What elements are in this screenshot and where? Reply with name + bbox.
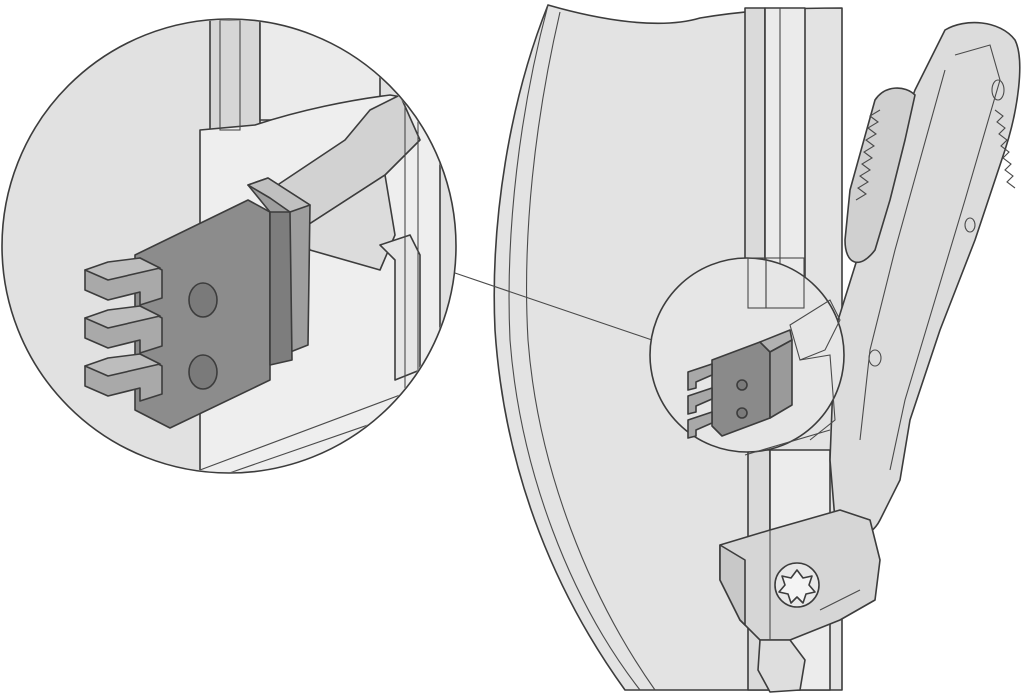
magnifier-target-circle xyxy=(649,257,845,456)
sensor-pins xyxy=(84,257,163,402)
leader-line xyxy=(454,272,653,341)
magnifier-circle xyxy=(1,18,457,474)
torx-screw xyxy=(774,562,820,608)
sensor-block xyxy=(134,177,311,429)
hinge-arm xyxy=(829,21,1021,538)
